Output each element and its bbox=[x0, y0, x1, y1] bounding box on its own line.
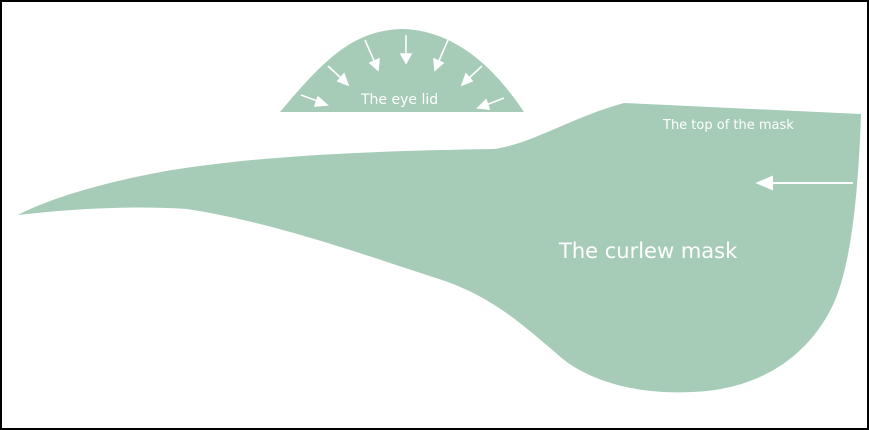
eye-lid-label: The eye lid bbox=[360, 92, 438, 108]
top-of-mask-label: The top of the mask bbox=[662, 118, 794, 133]
curlew-mask-label: The curlew mask bbox=[558, 239, 738, 263]
